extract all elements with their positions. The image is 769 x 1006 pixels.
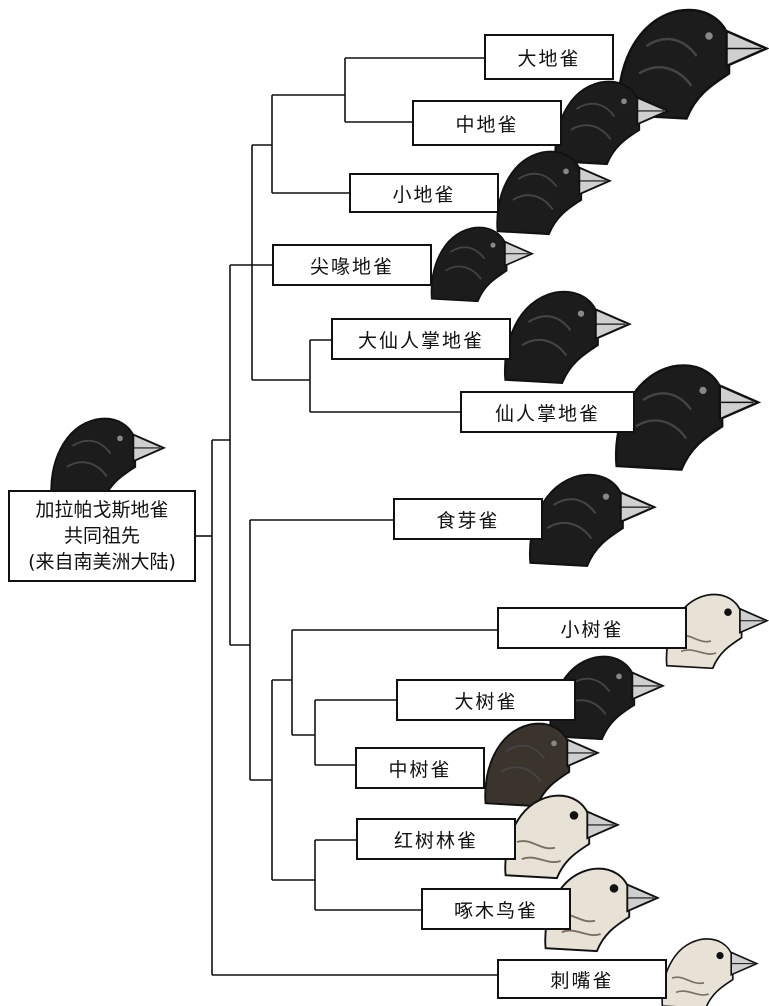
species-label: 大地雀 bbox=[484, 34, 614, 80]
finch-head-icon bbox=[503, 290, 632, 384]
species-label: 大仙人掌地雀 bbox=[331, 318, 511, 360]
species-label: 红树林雀 bbox=[356, 818, 516, 860]
common-ancestor-box: 加拉帕戈斯地雀 共同祖先 (来自南美洲大陆) bbox=[8, 490, 196, 582]
species-label: 刺嘴雀 bbox=[497, 959, 667, 999]
finch-head-icon bbox=[504, 794, 621, 879]
species-label: 小地雀 bbox=[349, 173, 499, 213]
species-label: 仙人掌地雀 bbox=[460, 391, 635, 433]
finch-head-icon bbox=[50, 417, 167, 502]
finch-head-icon bbox=[617, 8, 769, 120]
ancestor-line-1: 加拉帕戈斯地雀 bbox=[35, 499, 169, 521]
ancestor-line-3: (来自南美洲大陆) bbox=[28, 551, 176, 573]
finch-head-icon bbox=[430, 226, 534, 302]
finch-head-icon bbox=[554, 80, 671, 165]
species-label: 中树雀 bbox=[355, 747, 485, 789]
finch-head-icon bbox=[484, 722, 601, 807]
species-label: 大树雀 bbox=[396, 679, 576, 721]
ancestor-line-2: 共同祖先 bbox=[63, 525, 140, 547]
species-label: 小树雀 bbox=[497, 607, 687, 649]
species-label: 中地雀 bbox=[412, 100, 562, 146]
finch-head-icon bbox=[496, 150, 613, 235]
finch-head-icon bbox=[661, 938, 759, 1006]
species-label: 尖喙地雀 bbox=[272, 244, 432, 286]
species-label: 啄木鸟雀 bbox=[421, 888, 571, 930]
species-label: 食芽雀 bbox=[393, 498, 543, 540]
